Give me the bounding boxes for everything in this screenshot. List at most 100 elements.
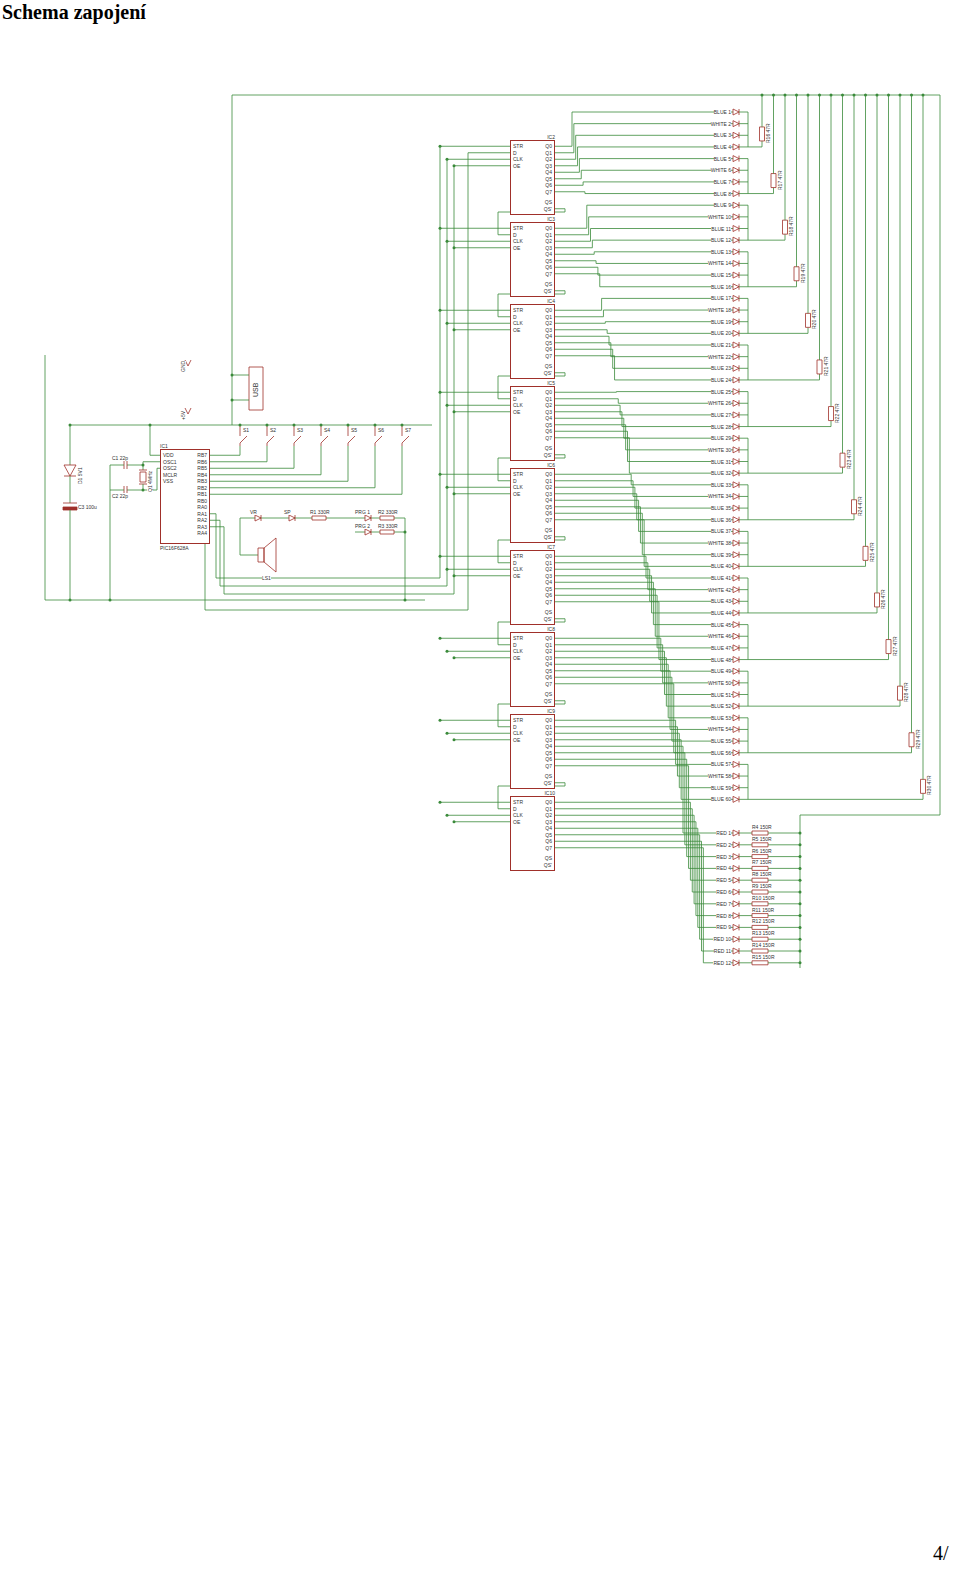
led-label: BLUE 9: [714, 202, 731, 208]
wire: [440, 556, 510, 557]
part-number: PIC16F628A: [160, 545, 189, 551]
wire: [739, 193, 748, 194]
led-symbol: [733, 563, 739, 569]
led-label: BLUE 53: [711, 715, 731, 721]
led-symbol: [733, 528, 739, 534]
wire: [70, 476, 71, 503]
resistor-symbol: [752, 843, 768, 847]
wire: [555, 349, 733, 368]
speaker-symbol: [258, 538, 276, 572]
led-label: BLUE 4: [714, 144, 731, 150]
wire: [454, 575, 510, 576]
led-symbol: [733, 307, 739, 313]
led-label: BLUE 43: [711, 598, 731, 604]
switch-label: S1: [243, 427, 249, 433]
wire: [555, 520, 733, 567]
led-label: WHITE 34: [708, 493, 731, 499]
wire: [773, 95, 774, 174]
led-symbol: [733, 715, 739, 721]
resistor-label: R17 47R: [777, 170, 783, 190]
wire: [739, 403, 748, 404]
wire: [739, 915, 752, 916]
resistor-label: R9 150R: [752, 883, 772, 889]
junction-dot: [807, 94, 810, 97]
wire: [110, 465, 124, 466]
wire: [110, 465, 111, 600]
resistor-label: R22 47R: [834, 403, 840, 423]
pin-names: STR D CLK OE: [513, 307, 523, 333]
led-symbol: [733, 854, 739, 860]
wire: [768, 939, 800, 940]
led-label: RED 3: [716, 854, 731, 860]
ic-designator: IC8: [547, 626, 555, 632]
junction-dot: [799, 891, 802, 894]
led-symbol: [733, 785, 739, 791]
led-symbol: [733, 924, 739, 930]
resistor-label: R30 47R: [926, 776, 932, 796]
led-symbol: [733, 459, 739, 465]
led-label: BLUE 5: [714, 156, 731, 162]
wire: [70, 510, 71, 600]
led-label: BLUE 48: [711, 657, 731, 663]
wire: [739, 939, 752, 940]
led-label: WHITE 10: [708, 214, 731, 220]
resistor-symbol: [752, 831, 768, 835]
led-label: RED 6: [716, 889, 731, 895]
pin-names: STR D CLK OE: [513, 225, 523, 251]
wire: [748, 205, 749, 240]
resistor-symbol: [898, 686, 903, 700]
part-label: R1 330R: [310, 509, 330, 515]
resistor-symbol: [794, 267, 799, 281]
shift-register-ic: IC3STR D CLK OEQ0 Q1 Q2 Q3 Q4 Q5 Q6 Q7QS…: [510, 222, 555, 297]
led-label: RED 4: [716, 865, 731, 871]
wire: [555, 412, 733, 427]
led-label: BLUE 15: [711, 272, 731, 278]
led-symbol: [733, 354, 739, 360]
wire: [555, 740, 733, 800]
wire: [739, 135, 748, 136]
switch-label: S2: [270, 427, 276, 433]
led-symbol: [733, 505, 739, 511]
wire: [739, 275, 748, 276]
led-symbol: [733, 598, 739, 604]
wire: [748, 252, 749, 287]
wire: [739, 868, 752, 869]
wire: [748, 141, 762, 147]
resistor-symbol: [921, 779, 926, 793]
wire: [739, 694, 748, 695]
junction-dot: [320, 424, 323, 427]
wire: [555, 418, 733, 438]
wire: [739, 578, 748, 579]
wire: [555, 124, 733, 153]
led-symbol: [733, 470, 739, 476]
wire: [739, 636, 748, 637]
wire: [739, 414, 748, 415]
resistor-symbol: [875, 593, 880, 607]
crystal-symbol: [139, 470, 147, 484]
led-symbol: [733, 610, 739, 616]
wire: [739, 880, 752, 881]
wire: [900, 95, 901, 686]
led-label: WHITE 14: [708, 260, 731, 266]
ic-designator: IC1: [160, 443, 168, 449]
junction-dot: [784, 94, 787, 97]
pin-names: VDD OSC1 OSC2 MCLR VSS: [163, 452, 177, 485]
ic-designator: IC6: [547, 462, 555, 468]
wire: [888, 95, 889, 640]
resistor-symbol: [783, 220, 788, 234]
led-label: BLUE 59: [711, 785, 731, 791]
wire: [454, 165, 510, 166]
led-symbol: [733, 109, 739, 115]
wire: [831, 95, 832, 407]
junction-dot: [899, 94, 902, 97]
wire: [555, 563, 733, 590]
wire: [555, 684, 733, 753]
led-label: BLUE 13: [711, 249, 731, 255]
resistor-label: R25 47R: [869, 543, 875, 563]
junction-dot: [453, 328, 456, 331]
led-label: BLUE 40: [711, 563, 731, 569]
wire: [739, 473, 748, 474]
wire: [739, 682, 748, 683]
led-label: BLUE 16: [711, 284, 731, 290]
shift-register-ic: IC7STR D CLK OEQ0 Q1 Q2 Q3 Q4 Q5 Q6 Q7QS…: [510, 550, 555, 625]
